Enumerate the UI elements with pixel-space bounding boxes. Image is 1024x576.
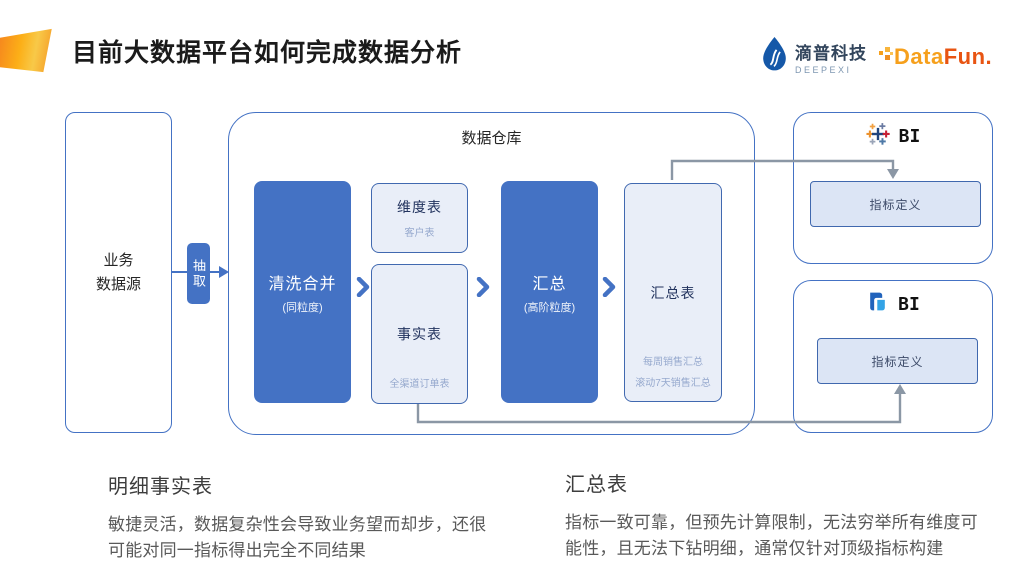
bi-top-label: BI	[898, 126, 921, 147]
fact-table-subtitle: 全渠道订单表	[389, 379, 450, 390]
datafun-logo: DataFun.	[878, 42, 992, 71]
chevron-right-icon	[355, 276, 371, 298]
aggregate-subtitle: (高阶粒度)	[523, 301, 576, 314]
business-data-source-label: 业务 数据源	[95, 251, 141, 293]
slide-corner-logo-icon	[0, 28, 52, 73]
pixel-cluster-icon	[878, 42, 894, 71]
summary-table-box: 汇总表 每周销售汇总 滚动7天销售汇总	[624, 183, 722, 402]
note-right-body: 指标一致可靠，但预先计算限制，无法穷举所有维度可能性，且无法下钻明细，通常仅针对…	[565, 513, 978, 559]
summary-table-subtitle-1: 每周销售汇总	[643, 357, 703, 368]
business-data-source-box: 业务 数据源	[65, 112, 172, 433]
note-summary-table: 汇总表 指标一致可靠，但预先计算限制，无法穷举所有维度可能性，且无法下钻明细，通…	[565, 468, 985, 563]
data-warehouse-container: 数据仓库 清洗合并 (同粒度) 维度表 客户表 事实表 全渠道订单表 汇总 (高…	[228, 112, 755, 435]
note-detail-fact-table: 明细事实表 敏捷灵活，数据复杂性会导致业务望而却步，还很可能对同一指标得出完全不…	[108, 470, 503, 565]
bi-bottom-container: BI 指标定义	[793, 280, 993, 433]
page-title: 目前大数据平台如何完成数据分析	[72, 39, 463, 67]
datafun-part1: Data	[894, 43, 944, 69]
note-left-body: 敏捷灵活，数据复杂性会导致业务望而却步，还很可能对同一指标得出完全不同结果	[108, 515, 487, 561]
tableau-icon	[866, 122, 890, 151]
clean-merge-box: 清洗合并 (同粒度)	[254, 181, 351, 403]
aggregate-box: 汇总 (高阶粒度)	[501, 181, 598, 403]
deepexi-subtitle: DEEPEXI	[795, 65, 852, 75]
bi-top-header: BI	[794, 122, 992, 151]
chevron-right-icon	[601, 276, 617, 298]
bi-top-container: BI 指标定义	[793, 112, 993, 264]
datafun-wordmark: DataFun.	[894, 44, 992, 70]
dimension-table-title: 维度表	[397, 199, 442, 215]
metric-definition-box-top: 指标定义	[810, 181, 981, 227]
finebi-icon	[866, 290, 889, 318]
extract-badge: 抽取	[187, 243, 210, 304]
water-drop-icon	[761, 36, 788, 78]
summary-table-title: 汇总表	[650, 284, 696, 301]
dimension-table-box: 维度表 客户表	[371, 183, 468, 253]
deepexi-wordmark: 滴普科技 DEEPEXI	[795, 39, 867, 75]
deepexi-name: 滴普科技	[795, 44, 867, 63]
chevron-right-icon	[475, 276, 491, 298]
fact-table-box: 事实表 全渠道订单表	[371, 264, 468, 404]
metric-definition-box-bottom: 指标定义	[817, 338, 978, 384]
summary-table-subtitle-2: 滚动7天销售汇总	[635, 378, 711, 389]
fact-table-title: 事实表	[397, 326, 442, 342]
note-right-heading: 汇总表	[565, 474, 628, 496]
note-left-heading: 明细事实表	[108, 476, 213, 498]
deepexi-logo: 滴普科技 DEEPEXI	[761, 36, 867, 78]
datafun-part2: Fun.	[943, 43, 993, 69]
bi-bottom-header: BI	[794, 290, 992, 318]
bi-bottom-label: BI	[898, 293, 920, 315]
clean-merge-title: 清洗合并	[268, 275, 337, 293]
data-warehouse-title: 数据仓库	[461, 130, 522, 147]
clean-merge-subtitle: (同粒度)	[282, 301, 323, 314]
dimension-table-subtitle: 客户表	[404, 228, 435, 239]
aggregate-title: 汇总	[532, 275, 567, 293]
